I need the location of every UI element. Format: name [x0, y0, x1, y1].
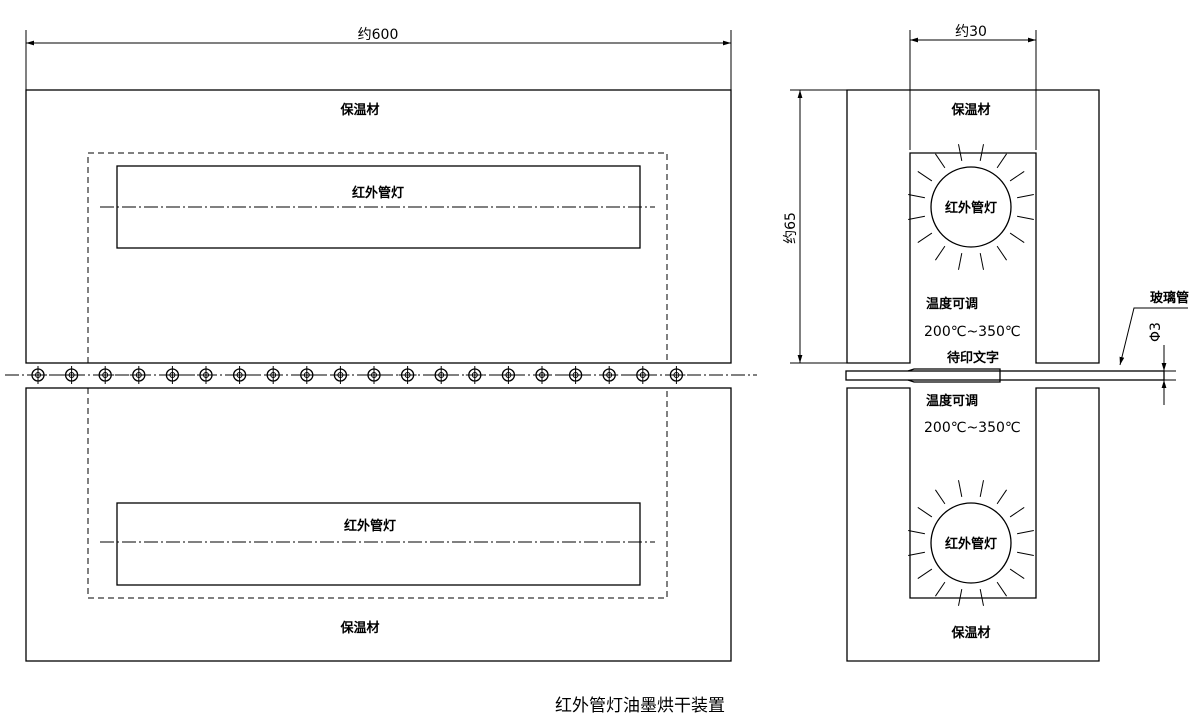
conveyor-roller [566, 366, 585, 384]
width-dimension-label: 约30 [955, 24, 987, 40]
bottom-ir-lamp [116, 502, 641, 586]
light-ray [958, 144, 963, 161]
conveyor-roller [667, 366, 686, 384]
top-insulation-block [25, 89, 732, 364]
light-ray [917, 170, 933, 182]
printed-text-label: 待印文字 [946, 350, 999, 366]
light-ray [979, 253, 984, 270]
conveyor-roller [398, 366, 417, 384]
conveyor-roller [230, 366, 249, 384]
conveyor-roller [533, 366, 551, 384]
glass-tube-label: 玻璃管 [1150, 290, 1189, 306]
light-ray [934, 245, 946, 261]
light-ray [979, 589, 984, 606]
top-lamp-tube [930, 166, 1012, 248]
conveyor-roller [600, 366, 619, 384]
light-ray [934, 581, 946, 597]
light-ray [1009, 568, 1025, 580]
side-view: 约30 约65 保温材 红外管灯 温度可调 200℃~350℃ 温度可调 200… [783, 24, 1189, 662]
bottom-insulation-label: 保温材 [339, 620, 379, 636]
light-ray [996, 153, 1008, 169]
conveyor-roller [297, 366, 316, 384]
top-side-insulation [846, 89, 1100, 364]
conveyor-roller [129, 366, 148, 384]
top-ir-lamp-label: 红外管灯 [352, 185, 404, 201]
conveyor-rollers [29, 366, 686, 384]
light-ray [908, 215, 925, 220]
conveyor-roller [62, 366, 81, 384]
light-ray [908, 194, 925, 199]
light-ray [908, 530, 925, 535]
conveyor-roller [499, 366, 518, 384]
conveyor-roller [432, 366, 451, 384]
conveyor-roller [96, 366, 115, 384]
bottom-side-insulation-label: 保温材 [950, 625, 990, 641]
light-ray [1017, 194, 1034, 199]
light-ray [958, 480, 963, 497]
top-lamp-cross-section: 红外管灯 [908, 144, 1034, 270]
glass-tube [845, 370, 1165, 381]
conveyor-roller [465, 366, 484, 384]
top-insulation-label: 保温材 [339, 102, 379, 118]
conveyor-roller [264, 366, 283, 384]
bottom-lamp-tube-label: 红外管灯 [945, 536, 997, 552]
bottom-temp-range-label: 200℃~350℃ [924, 420, 1021, 436]
light-ray [958, 253, 963, 270]
length-dimension-label: 约600 [358, 27, 399, 43]
bottom-ir-lamp-label: 红外管灯 [344, 518, 396, 534]
diagram-caption: 红外管灯油墨烘干装置 [555, 696, 725, 716]
top-temp-range-label: 200℃~350℃ [924, 324, 1021, 340]
light-ray [996, 245, 1008, 261]
conveyor-roller [163, 366, 182, 384]
bottom-temp-adjust-label: 温度可调 [926, 393, 978, 409]
light-ray [996, 489, 1008, 505]
light-ray [934, 489, 946, 505]
light-ray [917, 568, 933, 580]
light-ray [917, 506, 933, 518]
light-ray [979, 144, 984, 161]
light-ray [917, 232, 933, 244]
light-ray [1009, 506, 1025, 518]
top-lamp-tube-label: 红外管灯 [945, 200, 997, 216]
bottom-lamp-cross-section: 红外管灯 [908, 480, 1034, 606]
tube-diameter-label: Φ3 [1148, 322, 1164, 342]
top-temp-adjust-label: 温度可调 [926, 296, 978, 312]
conveyor-roller [331, 366, 350, 384]
light-ray [1009, 232, 1025, 244]
front-view: 约600 保温材 红外管灯 红外管灯 保温材 [5, 27, 757, 662]
height-dimension-label: 约65 [783, 212, 799, 244]
light-ray [908, 551, 925, 556]
light-ray [1009, 170, 1025, 182]
conveyor-roller [365, 366, 383, 384]
printed-text-area [907, 368, 1001, 383]
conveyor-roller [197, 366, 215, 384]
conveyor-roller [633, 366, 652, 384]
conveyor-roller [29, 366, 47, 384]
light-ray [996, 581, 1008, 597]
light-ray [1017, 215, 1034, 220]
top-cavity-outline [87, 152, 668, 363]
light-ray [958, 589, 963, 606]
top-side-insulation-label: 保温材 [950, 102, 990, 118]
light-ray [979, 480, 984, 497]
light-ray [934, 153, 946, 169]
bottom-lamp-tube [930, 502, 1012, 584]
bottom-insulation-block [25, 387, 732, 662]
light-ray [1017, 551, 1034, 556]
light-ray [1017, 530, 1034, 535]
glass-tube-leader [1119, 307, 1188, 366]
bottom-cavity-outline [87, 388, 668, 599]
bottom-side-insulation [846, 387, 1100, 662]
